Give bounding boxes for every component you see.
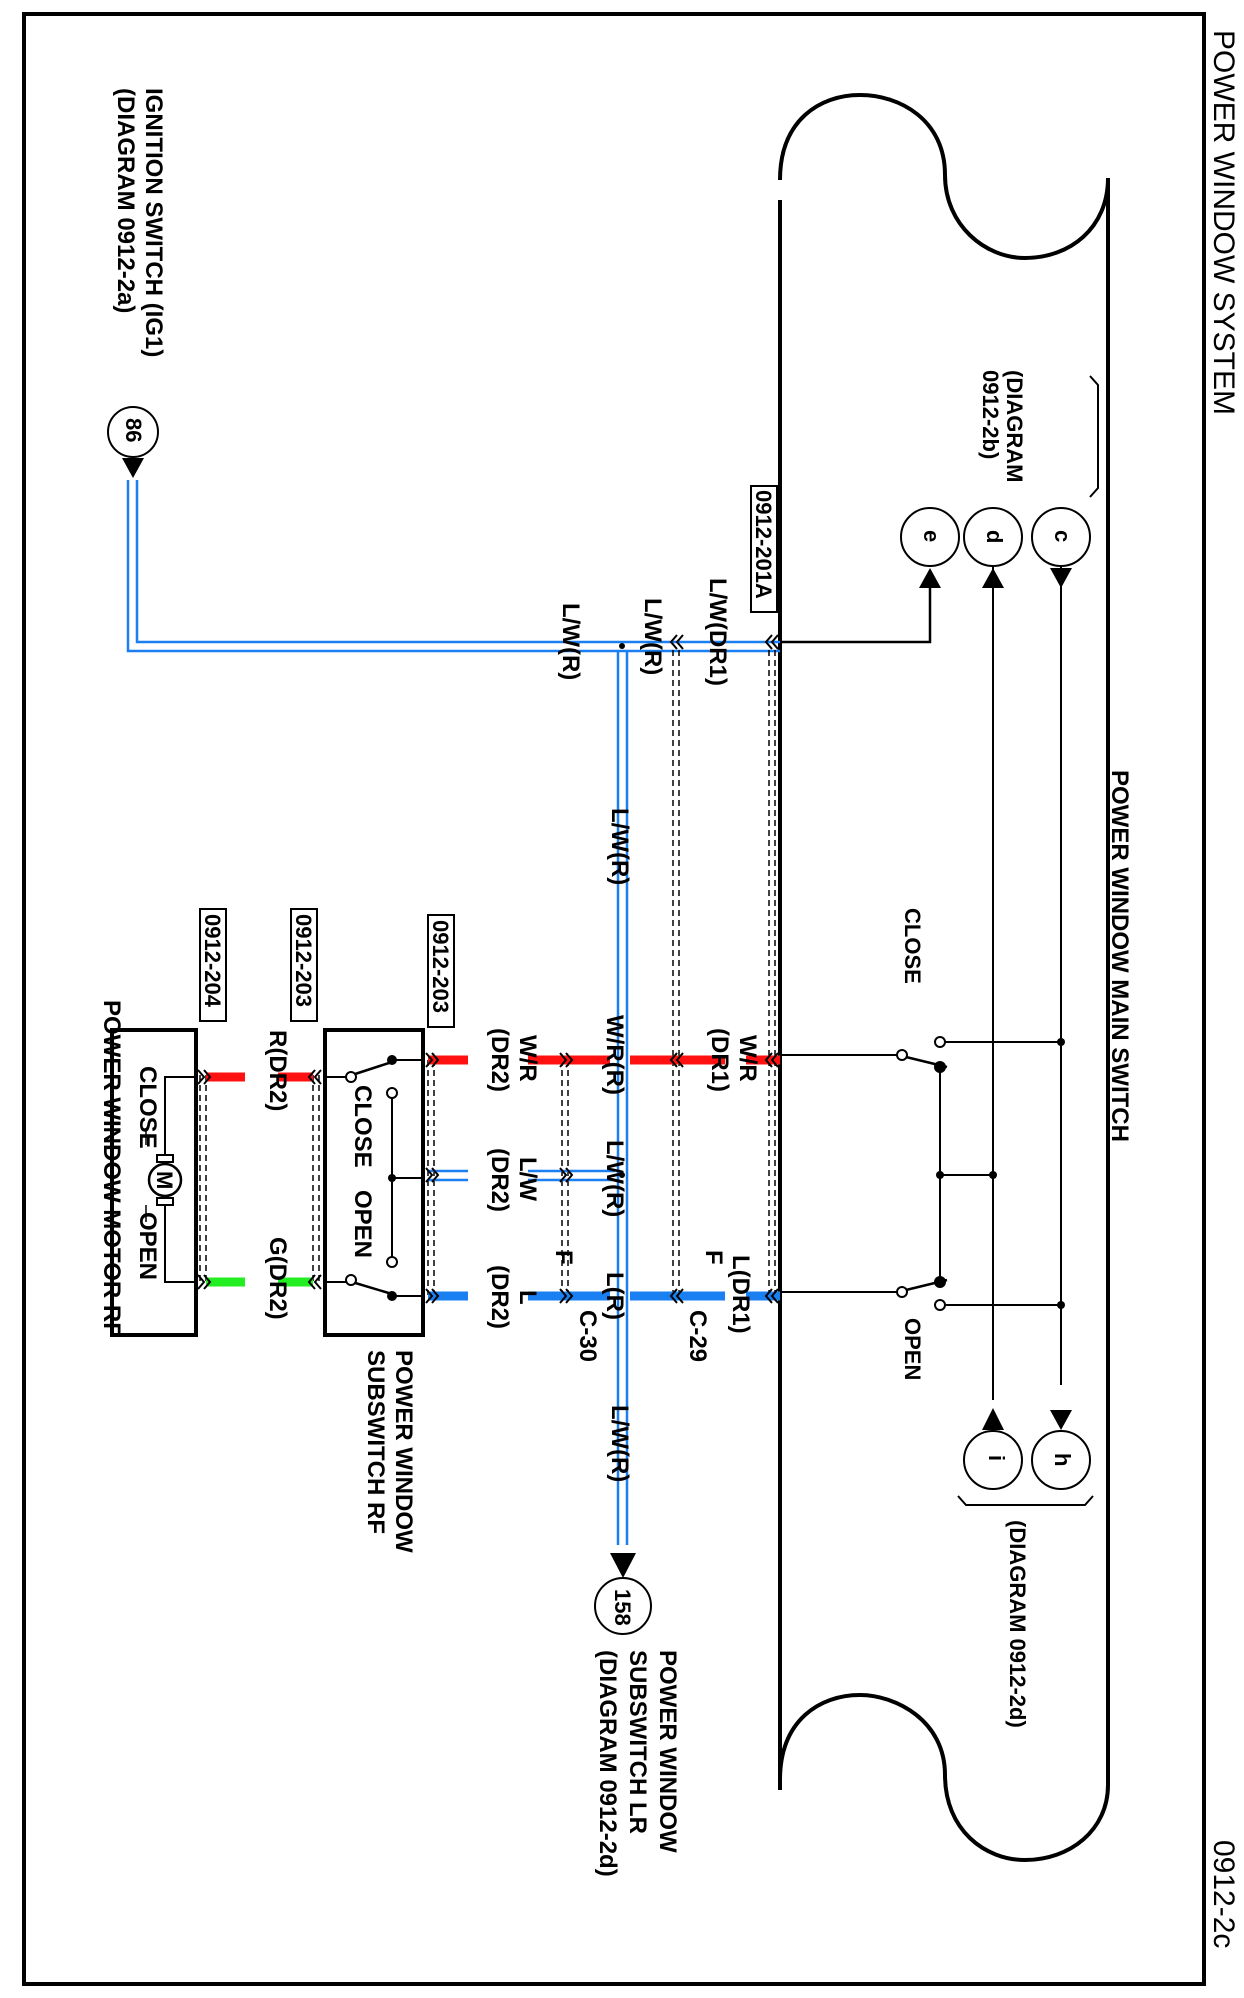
wire-label-lw-dr2-2: (DR2): [486, 1148, 513, 1212]
offpage-group-2d: h i (DIAGRAM 0912-2d): [957, 1408, 1094, 1728]
wire-label-lw-r-bus2: L/W(R): [606, 1405, 633, 1482]
connector-chevrons: [197, 634, 779, 1304]
line-e: [780, 585, 932, 644]
connector-ids: 0912-201A 0912-203 0912-203 0912-204 C-2…: [199, 485, 778, 1362]
arrow-down-icon: [122, 458, 144, 478]
wire-label-lw-r-ign: L/W(R): [557, 603, 584, 680]
svg-text:c: c: [1050, 530, 1075, 542]
offpage-connector-158[interactable]: [594, 1577, 652, 1635]
arrow-up-icon: [982, 568, 1004, 588]
offpage-2b-line2: 0912-2b): [978, 370, 1003, 459]
wire-label-l-dr1: L(DR1): [727, 1255, 754, 1334]
arrow-up-icon: [982, 1408, 1004, 1430]
connector-0912-201a: 0912-201A: [751, 490, 776, 599]
motor-rf: M CLOSE OPEN: [110, 1028, 198, 1337]
arrow-down-icon: [1050, 568, 1072, 588]
subswitch-lr-label-1: POWER WINDOW: [654, 1650, 681, 1853]
offpage-connector-e[interactable]: [900, 507, 960, 567]
main-open-fixed: [934, 1299, 946, 1311]
subswitch-lr-label-2: SUBSWITCH LR: [624, 1650, 651, 1834]
junction: [1057, 1301, 1065, 1309]
connector-f-29: F: [700, 1250, 727, 1265]
main-close-label: CLOSE: [900, 908, 925, 984]
svg-text:h: h: [1050, 1453, 1075, 1466]
svg-text:e: e: [919, 530, 944, 542]
motor-icon: [147, 1162, 183, 1198]
offpage-connector-d[interactable]: [963, 507, 1023, 567]
motor-close-label: CLOSE: [134, 1066, 161, 1149]
connector-f-30: F: [550, 1250, 577, 1265]
subswitch-lr-label-3: (DIAGRAM 0912-2d): [594, 1650, 621, 1877]
wire-labels: L/W(DR1) L/W(R) L/W(R) L/W(R) L/W(R) W/R…: [264, 578, 761, 1482]
diagram-code: 0912-2c: [1207, 1840, 1240, 1948]
splice-junction: [619, 643, 625, 649]
offpage-connector-i[interactable]: [963, 1430, 1023, 1490]
wire-label-l-dr2-2: (DR2): [486, 1265, 513, 1329]
offpage-ignition: 86 IGNITION SWITCH (IG1) (DIAGRAM 0912-2…: [107, 88, 167, 478]
svg-text:86: 86: [121, 418, 146, 442]
wire-label-lw-r-bus: L/W(R): [606, 808, 633, 885]
offpage-connector-c[interactable]: [1031, 507, 1091, 567]
subswitch-rf-label-1: POWER WINDOW: [390, 1350, 417, 1553]
main-open-contact: [896, 1286, 908, 1298]
wire-label-wr-2: (DR1): [706, 1028, 733, 1092]
svg-text:d: d: [982, 530, 1007, 543]
wire-label-l-r: L(R): [601, 1272, 628, 1320]
wire-label-r-dr2: R(DR2): [264, 1030, 291, 1111]
main-switch-label: POWER WINDOW MAIN SWITCH: [1106, 770, 1133, 1142]
main-open-label: OPEN: [900, 1318, 925, 1380]
main-close-fixed: [934, 1036, 946, 1048]
junction: [989, 1171, 997, 1179]
connector-c-30: C-30: [574, 1310, 601, 1362]
connector-0912-203-b: 0912-203: [291, 914, 316, 1007]
page-title: POWER WINDOW SYSTEM: [1207, 30, 1240, 415]
connector-0912-203-a: 0912-203: [428, 920, 453, 1013]
svg-text:i: i: [984, 1455, 1009, 1461]
wire-bus-to-158: [616, 651, 629, 1545]
subswitch-open-label: OPEN: [349, 1190, 376, 1258]
motor-open-label: OPEN: [134, 1212, 161, 1280]
wire-ignition: [126, 480, 780, 653]
wire-label-lw-r-mid: L/W(R): [601, 1140, 628, 1217]
offpage-connector-h[interactable]: [1031, 1430, 1091, 1490]
offpage-subswitch-lr: 158 POWER WINDOW SUBSWITCH LR (DIAGRAM 0…: [594, 1553, 681, 1877]
arrow-up-icon: [919, 568, 941, 588]
ignition-label-2: (DIAGRAM 0912-2a): [112, 88, 139, 313]
connector-c-29: C-29: [684, 1310, 711, 1362]
wire-label-wr-1: W/R: [734, 1035, 761, 1082]
motor-rf-label: POWER WINDOW MOTOR RF: [98, 1000, 125, 1337]
main-close-contact: [896, 1049, 908, 1061]
offpage-2d-line1: (DIAGRAM 0912-2d): [1005, 1520, 1030, 1728]
wire-label-lw-dr1: L/W(DR1): [704, 578, 731, 686]
junction: [1057, 1038, 1065, 1046]
subswitch-rf: CLOSE OPEN: [323, 1028, 425, 1337]
wire-label-l-dr2-1: L: [514, 1290, 541, 1305]
subswitch-close-label: CLOSE: [349, 1085, 376, 1168]
junction: [936, 1171, 944, 1179]
page-frame: [22, 12, 1206, 1986]
offpage-connector-86[interactable]: [107, 406, 159, 458]
main-switch-boundary: [778, 92, 1110, 1863]
offpage-group-2b: c d e (DIAGRAM 0912-2b): [900, 370, 1099, 588]
subswitch-rf-label-2: SUBSWITCH RF: [362, 1350, 389, 1534]
arrow-down-icon: [1050, 1410, 1072, 1430]
wire-label-wr-dr2-1: W/R: [514, 1035, 541, 1082]
wire-label-lw-r-top: L/W(R): [639, 598, 666, 675]
offpage-2b-line1: (DIAGRAM: [1002, 370, 1027, 482]
shield-lines: [199, 650, 776, 1300]
motor-symbol: M: [152, 1171, 177, 1189]
wire-label-g-dr2: G(DR2): [264, 1237, 291, 1320]
connector-0912-204: 0912-204: [200, 914, 225, 1008]
wire-label-wr-dr2-2: (DR2): [486, 1028, 513, 1092]
arrow-down-icon: [610, 1553, 636, 1578]
wire-label-wr-r: W/R(R): [601, 1015, 628, 1095]
wire-label-lw-dr2-1: L/W: [514, 1157, 541, 1201]
splice-junction: [619, 1172, 625, 1178]
ignition-label-1: IGNITION SWITCH (IG1): [140, 88, 167, 357]
svg-text:158: 158: [610, 1589, 635, 1626]
